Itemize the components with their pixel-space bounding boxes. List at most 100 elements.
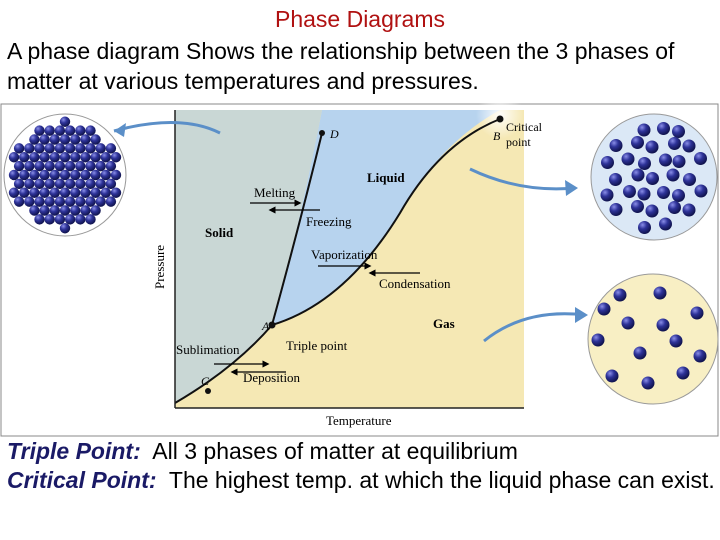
molecule bbox=[85, 178, 96, 190]
molecule bbox=[638, 157, 651, 170]
molecule bbox=[645, 140, 659, 154]
molecule bbox=[90, 187, 101, 198]
molecule bbox=[653, 286, 667, 300]
molecule bbox=[8, 187, 20, 198]
molecule bbox=[631, 200, 644, 213]
molecule bbox=[54, 196, 66, 207]
molecule bbox=[49, 187, 60, 198]
molecule bbox=[64, 178, 76, 190]
molecule bbox=[621, 316, 635, 330]
molecule bbox=[609, 203, 623, 216]
molecule bbox=[85, 214, 96, 225]
molecule bbox=[64, 196, 76, 207]
molecule bbox=[85, 196, 96, 207]
molecule bbox=[80, 187, 91, 198]
molecule bbox=[54, 125, 66, 136]
molecule bbox=[75, 160, 86, 172]
molecule bbox=[39, 152, 50, 163]
molecule bbox=[682, 203, 696, 217]
point-b-dot bbox=[496, 115, 504, 123]
molecule bbox=[64, 125, 76, 136]
liquid-pointer-arrow bbox=[469, 167, 576, 191]
molecule bbox=[24, 196, 35, 207]
freezing-label: Freezing bbox=[306, 214, 352, 229]
molecule bbox=[59, 223, 71, 234]
molecule bbox=[669, 334, 683, 348]
molecule bbox=[591, 333, 605, 347]
point-b-label: B bbox=[493, 129, 501, 143]
molecule bbox=[672, 189, 685, 202]
molecule bbox=[676, 366, 690, 380]
molecule bbox=[110, 169, 122, 181]
molecule bbox=[70, 169, 81, 181]
molecule bbox=[49, 134, 60, 145]
molecule bbox=[59, 116, 71, 127]
molecule bbox=[105, 143, 117, 154]
molecule bbox=[54, 143, 66, 154]
molecule bbox=[85, 160, 96, 172]
molecule bbox=[105, 196, 117, 207]
note-critical-point: Critical Point: The highest temp. at whi… bbox=[7, 466, 717, 495]
molecule bbox=[694, 152, 707, 165]
molecule bbox=[75, 214, 86, 225]
molecule bbox=[668, 137, 681, 150]
note-triple-point: Triple Point: All 3 phases of matter at … bbox=[7, 437, 717, 466]
molecule bbox=[605, 369, 619, 383]
molecule bbox=[95, 178, 106, 190]
molecule bbox=[85, 125, 96, 136]
molecule bbox=[672, 125, 685, 138]
molecule bbox=[39, 134, 50, 145]
molecule bbox=[80, 152, 91, 163]
molecule bbox=[683, 173, 696, 186]
molecule bbox=[29, 134, 40, 145]
molecule bbox=[64, 160, 76, 172]
molecule bbox=[659, 217, 672, 231]
x-axis-label: Temperature bbox=[326, 413, 392, 428]
note-description: All 3 phases of matter at equilibrium bbox=[152, 438, 518, 464]
molecule bbox=[631, 168, 645, 182]
solid-gas-boundary bbox=[174, 324, 273, 404]
molecule bbox=[34, 143, 45, 154]
molecule bbox=[659, 153, 672, 167]
solid-liquid-boundary bbox=[271, 132, 323, 326]
molecule bbox=[19, 152, 30, 163]
y-axis-label: Pressure bbox=[152, 245, 167, 289]
molecule bbox=[44, 125, 55, 136]
note-term: Triple Point: bbox=[7, 438, 141, 464]
molecule bbox=[75, 178, 86, 190]
note-term: Critical Point: bbox=[7, 467, 157, 493]
solid-region bbox=[175, 110, 322, 403]
molecule bbox=[656, 318, 670, 332]
molecule bbox=[19, 169, 30, 181]
gas-region-label: Gas bbox=[433, 316, 455, 331]
molecule bbox=[13, 178, 25, 190]
molecule bbox=[75, 125, 86, 136]
molecule bbox=[597, 302, 611, 316]
molecule bbox=[95, 196, 106, 207]
point-a-dot bbox=[268, 321, 276, 329]
molecule bbox=[44, 178, 55, 190]
molecule bbox=[609, 139, 623, 152]
molecule bbox=[623, 185, 636, 198]
molecule bbox=[637, 123, 651, 137]
molecule bbox=[75, 143, 86, 154]
molecule bbox=[668, 201, 681, 214]
point-c-dot bbox=[205, 388, 211, 394]
molecule bbox=[100, 169, 112, 181]
intro-text: A phase diagram Shows the relationship b… bbox=[7, 38, 675, 94]
molecule bbox=[24, 160, 35, 172]
molecule bbox=[657, 122, 670, 135]
molecule bbox=[682, 139, 696, 153]
phase-diagram-figure: A B C D Critical point Triple point Soli… bbox=[0, 103, 720, 438]
molecule bbox=[80, 134, 91, 145]
molecule bbox=[13, 160, 25, 172]
molecule bbox=[641, 376, 655, 390]
molecule bbox=[694, 184, 708, 198]
molecule bbox=[8, 169, 20, 181]
molecule bbox=[49, 205, 60, 216]
molecule bbox=[657, 186, 670, 199]
molecule bbox=[613, 288, 627, 302]
molecule bbox=[100, 187, 112, 198]
deposition-label: Deposition bbox=[243, 370, 301, 385]
molecule bbox=[105, 160, 117, 172]
